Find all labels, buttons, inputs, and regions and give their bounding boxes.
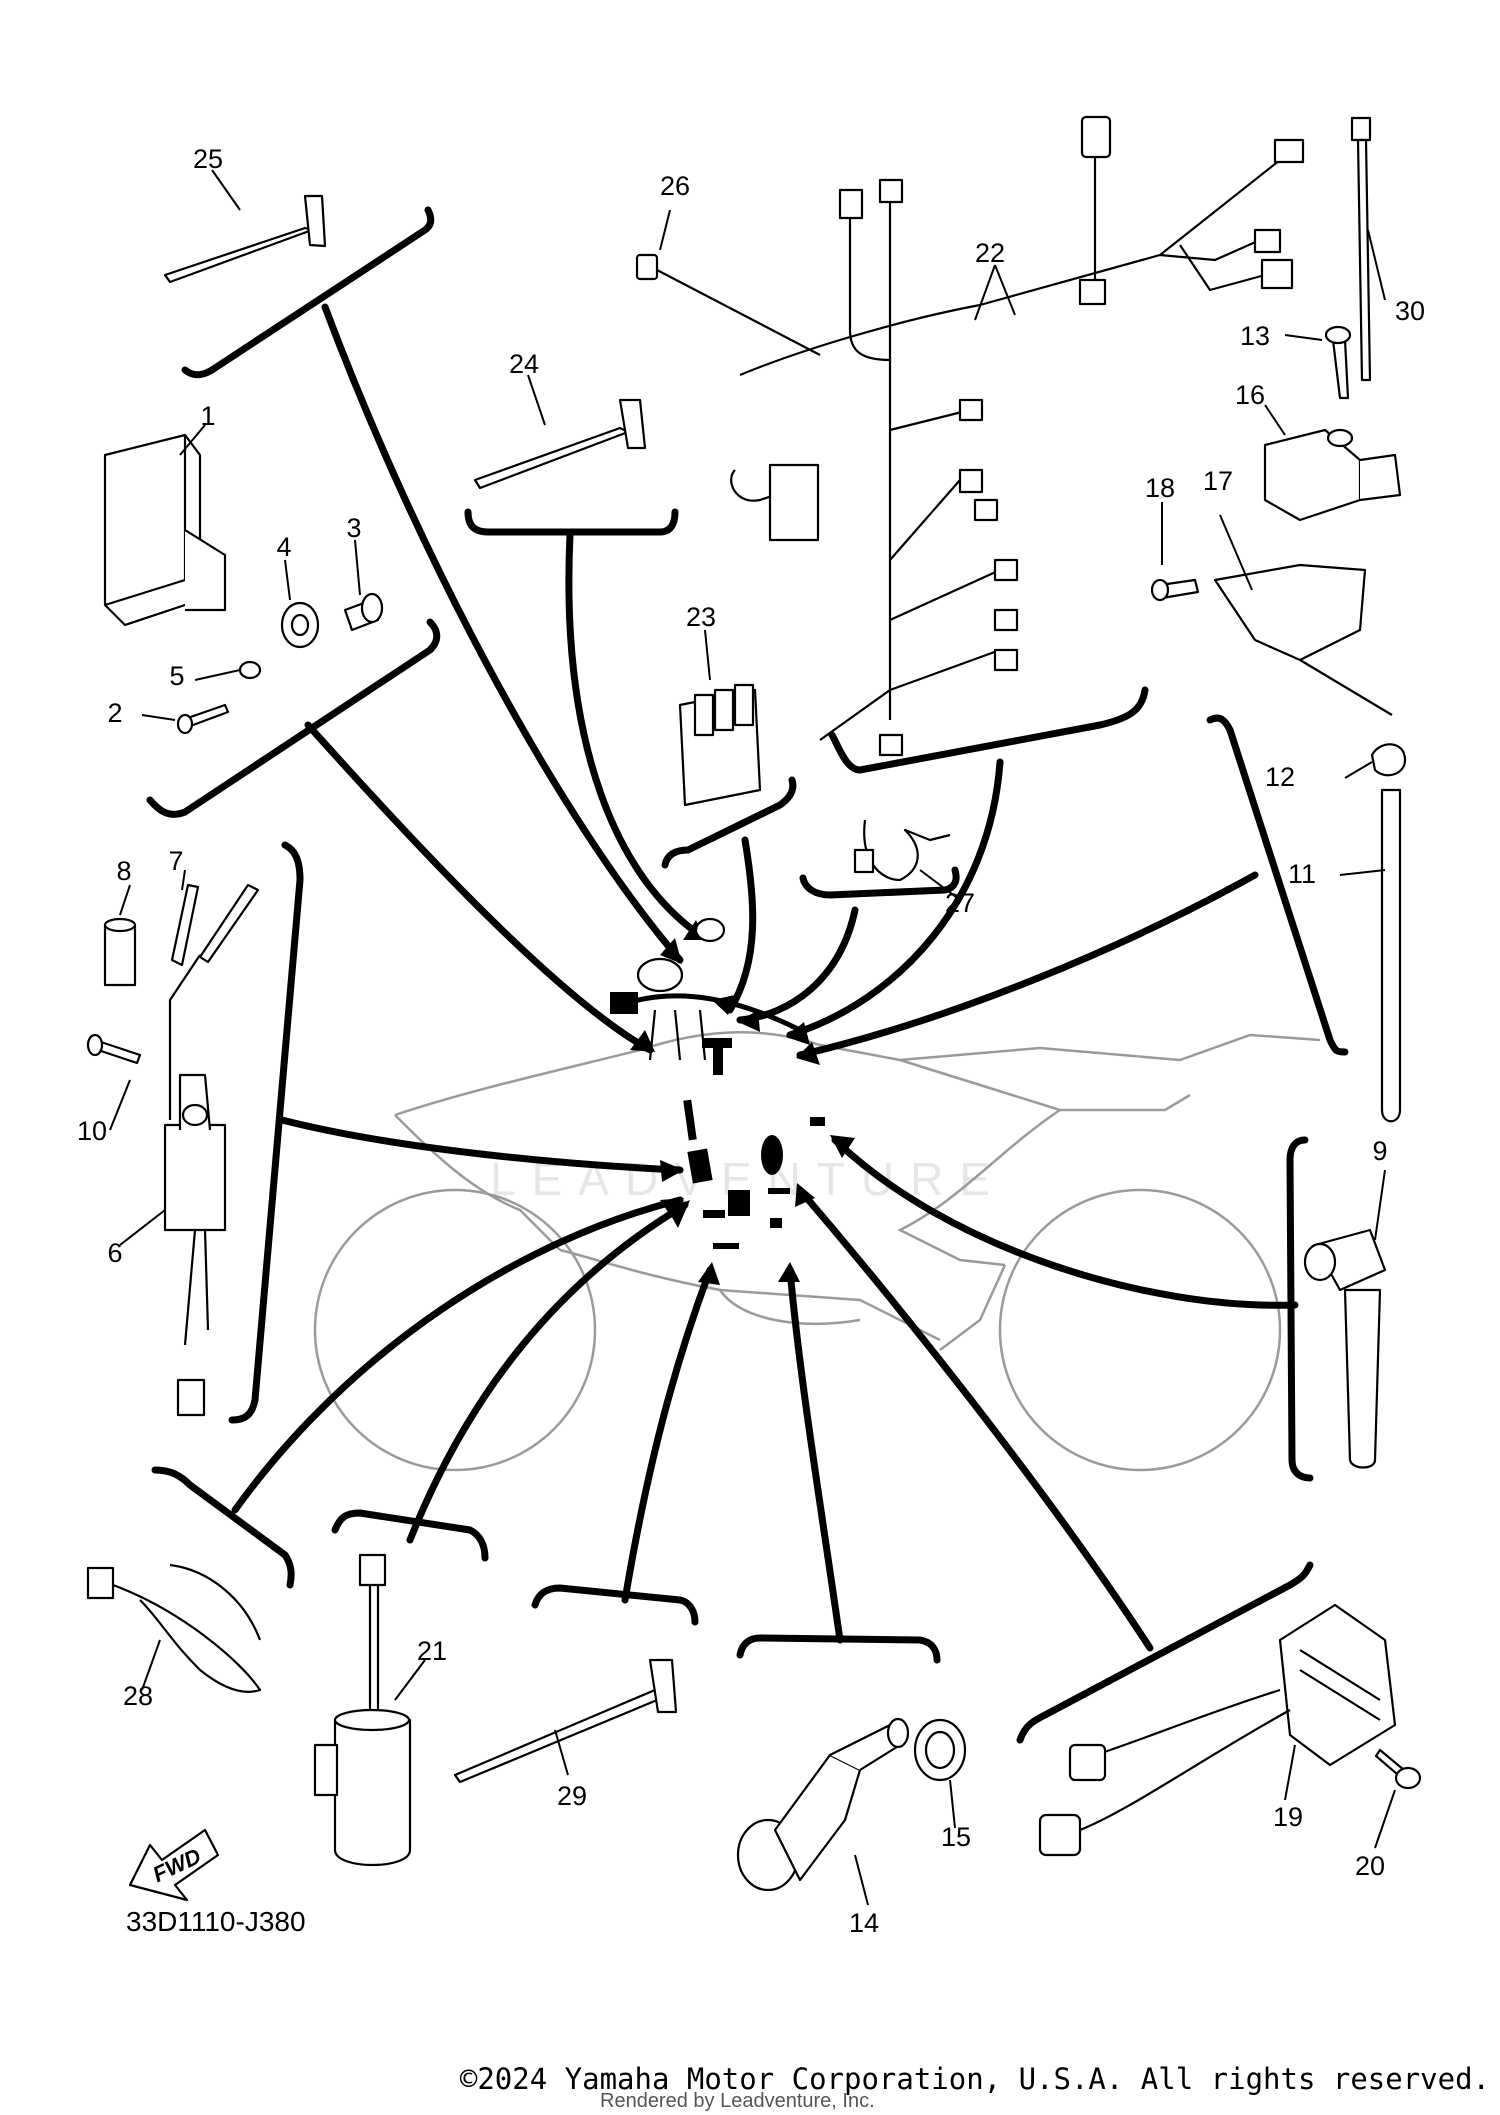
callout-8: 8	[116, 856, 131, 886]
part-22-harness	[730, 115, 1305, 757]
part-21-condenser	[313, 1553, 412, 1866]
callout-numbers: 25 26 22 30 13 16 17 18 24 1 4 3 5 2 23 …	[77, 144, 1425, 1938]
motorcycle-outline	[313, 1031, 1321, 1472]
rendered-by-text: Rendered by Leadventure, Inc.	[600, 2090, 875, 2112]
callout-27: 27	[945, 888, 975, 918]
part-24-band	[473, 398, 647, 490]
callout-4: 4	[276, 532, 291, 562]
parts-14-15	[736, 1717, 967, 1892]
part-9-plug-cap	[1303, 1228, 1387, 1469]
callout-22: 22	[975, 238, 1005, 268]
parts-11-12	[1370, 743, 1407, 1123]
callout-28: 28	[123, 1681, 153, 1711]
part-30-tie	[1350, 116, 1372, 382]
parts-13-16-17-18	[1150, 325, 1402, 716]
part-27-clamp	[853, 819, 951, 882]
callout-19: 19	[1273, 1802, 1303, 1832]
part-23-coupler	[678, 683, 762, 807]
parts-7-8	[103, 883, 260, 987]
callout-26: 26	[660, 171, 690, 201]
callout-23: 23	[686, 602, 716, 632]
callout-12: 12	[1265, 762, 1295, 792]
callout-7: 7	[168, 846, 183, 876]
callout-1: 1	[200, 401, 215, 431]
callout-15: 15	[941, 1822, 971, 1852]
callout-6: 6	[107, 1238, 122, 1268]
parts-19-20	[1038, 1603, 1422, 1857]
callout-9: 9	[1372, 1136, 1387, 1166]
callout-24: 24	[509, 349, 539, 379]
callout-18: 18	[1145, 473, 1175, 503]
fwd-arrow-icon: FWD	[128, 1828, 220, 1902]
callout-30: 30	[1395, 296, 1425, 326]
callout-leaders	[109, 169, 1396, 1906]
callout-13: 13	[1240, 321, 1270, 351]
copyright-text: ©2024 Yamaha Motor Corporation, U.S.A. A…	[459, 2062, 1490, 2096]
part-28-band	[86, 1563, 262, 1693]
part-1-ecu	[103, 433, 227, 627]
callout-20: 20	[1355, 1851, 1385, 1881]
diagram-code: 33D1110-J380	[126, 1906, 306, 1937]
callout-25: 25	[193, 144, 223, 174]
part-29-band	[453, 1658, 678, 1784]
central-cluster	[610, 917, 825, 1249]
callout-5: 5	[169, 661, 184, 691]
callout-3: 3	[346, 513, 361, 543]
callout-10: 10	[77, 1116, 107, 1146]
callout-16: 16	[1235, 380, 1265, 410]
leader-lines	[231, 303, 1299, 1652]
parts-2-3-4-5	[176, 592, 384, 735]
callout-21: 21	[417, 1636, 447, 1666]
callout-29: 29	[557, 1781, 587, 1811]
part-26-tie	[635, 253, 821, 356]
callout-17: 17	[1203, 466, 1233, 496]
callout-2: 2	[107, 698, 122, 728]
callout-11: 11	[1288, 859, 1316, 889]
callout-14: 14	[849, 1908, 879, 1938]
parts-6-10	[86, 954, 227, 1417]
part-25-band	[163, 194, 327, 284]
